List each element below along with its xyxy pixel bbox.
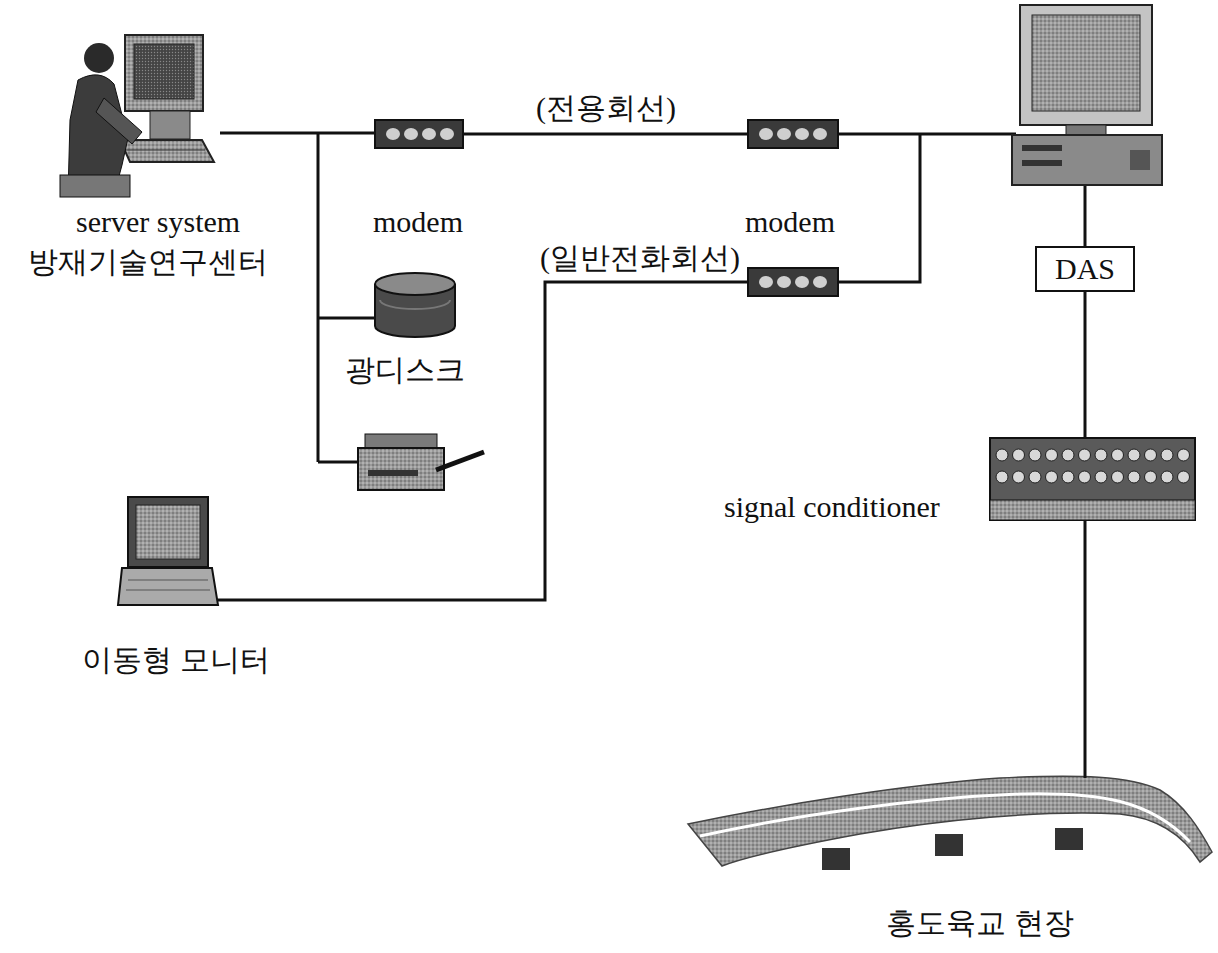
knob xyxy=(1178,449,1190,461)
knob xyxy=(1128,449,1140,461)
icon-label: modem xyxy=(745,204,835,240)
knob xyxy=(1062,449,1074,461)
bus-wire xyxy=(317,133,320,462)
knob xyxy=(1046,471,1058,483)
knob xyxy=(1029,471,1041,483)
laptop-box: 이동형 모니터 xyxy=(118,495,218,607)
line-label: (일반전화회선) xyxy=(538,240,742,276)
printer-icon xyxy=(358,434,484,490)
bridge-box: 홍도육교 현장 xyxy=(686,778,1214,878)
icon-label: modem xyxy=(373,204,463,240)
knob xyxy=(1013,449,1025,461)
line-label: (전용회선) xyxy=(534,90,678,126)
knob xyxy=(1112,471,1124,483)
connector-line xyxy=(220,132,375,135)
knob xyxy=(1079,471,1091,483)
connector-line xyxy=(1084,292,1087,438)
icon-label: signal conditioner xyxy=(724,489,940,525)
signal-conditioner-device xyxy=(990,438,1195,520)
disk-box: 광디스크 xyxy=(375,272,455,338)
knob xyxy=(1029,449,1041,461)
pc-wire xyxy=(838,133,1016,136)
knob xyxy=(1095,471,1107,483)
knob xyxy=(1145,471,1157,483)
knob xyxy=(996,449,1008,461)
signal-conditioner-box: signal conditioner xyxy=(990,438,1195,520)
modem-box: modem xyxy=(748,120,838,148)
icon-label: 홍도육교 현장 xyxy=(886,905,1074,941)
connector-line xyxy=(1084,520,1087,778)
icon-label: 방재기술연구센터 xyxy=(28,244,268,280)
laptop-icon xyxy=(118,497,218,605)
knob xyxy=(1128,471,1140,483)
wires xyxy=(218,133,1085,600)
modem-branch-wire xyxy=(838,134,920,282)
server-icon xyxy=(60,35,214,197)
box-label: DAS xyxy=(1055,251,1115,287)
icon-label: server system xyxy=(76,204,240,240)
knob xyxy=(1161,471,1173,483)
printer-wire xyxy=(318,461,358,464)
knob xyxy=(1079,449,1091,461)
phone-line-wire xyxy=(218,282,748,600)
knob xyxy=(1112,449,1124,461)
bridge-illustration xyxy=(688,776,1212,870)
connector-line xyxy=(463,133,748,136)
modem-box: modem xyxy=(375,120,463,148)
pc-das-wire xyxy=(1084,185,1087,246)
knob xyxy=(1062,471,1074,483)
knob xyxy=(1161,449,1173,461)
knob xyxy=(1095,449,1107,461)
server-icon-box: server system방재기술연구센터 xyxy=(60,35,220,197)
icon-label: 이동형 모니터 xyxy=(82,642,270,678)
site-pc-icon xyxy=(1012,5,1162,185)
das-box: DAS xyxy=(1035,246,1135,292)
disk-wire xyxy=(318,317,375,320)
knob xyxy=(996,471,1008,483)
disk-icon xyxy=(375,273,455,337)
knob xyxy=(1013,471,1025,483)
knob xyxy=(1145,449,1157,461)
icon-label: 광디스크 xyxy=(345,352,465,388)
knob xyxy=(1046,449,1058,461)
knob xyxy=(1178,471,1190,483)
